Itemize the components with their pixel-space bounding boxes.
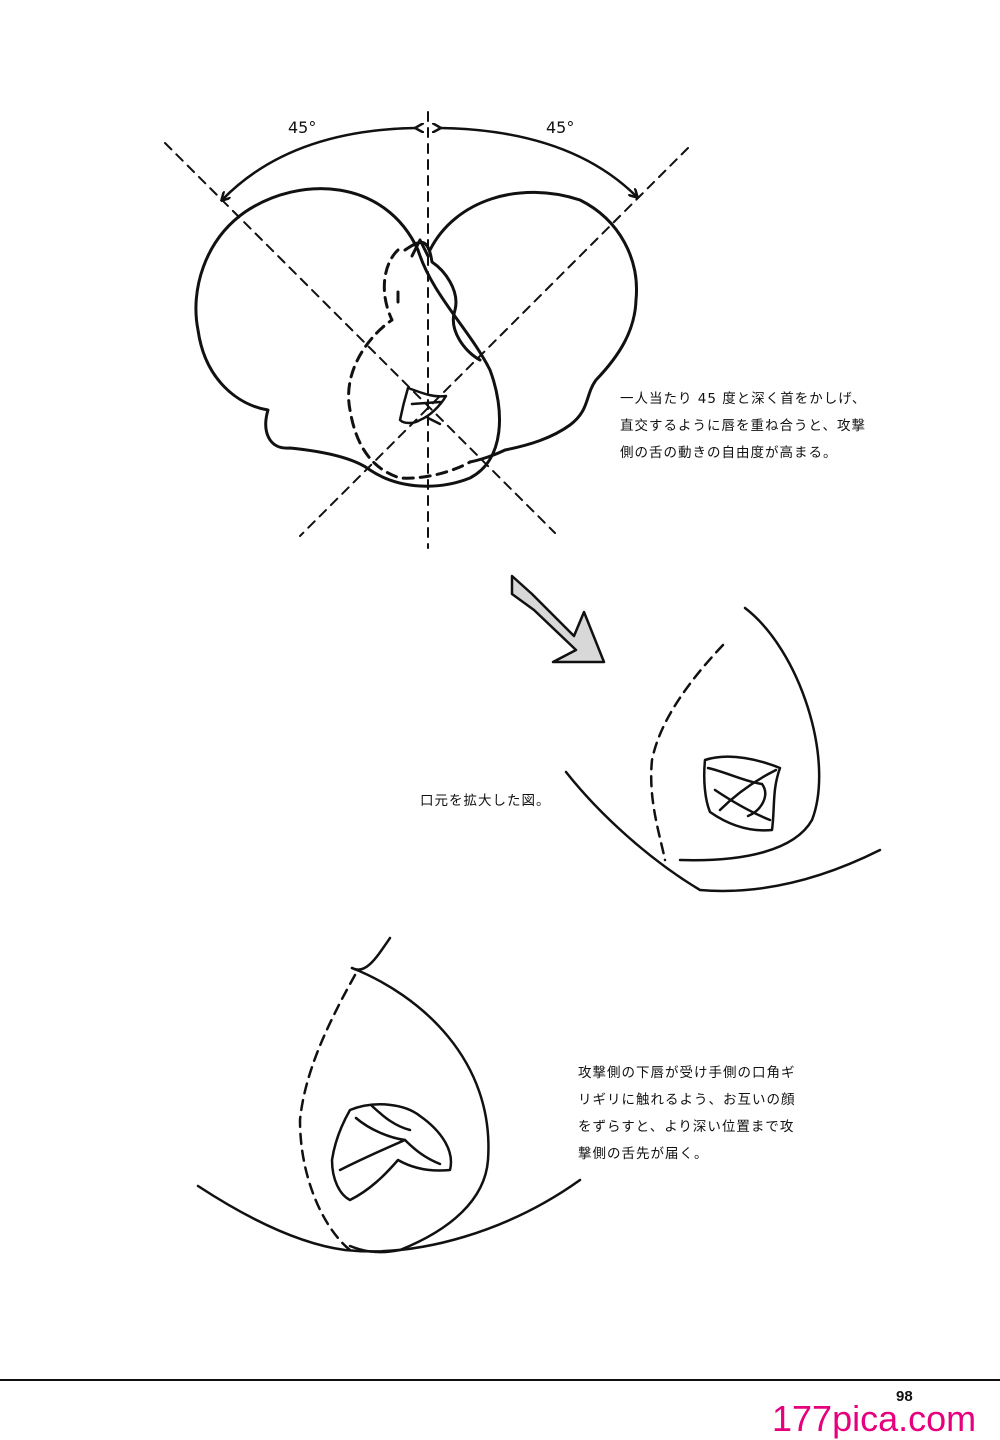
angle-arc-right <box>440 128 637 197</box>
kissing-lips <box>398 386 448 426</box>
head-left-outline <box>194 187 501 488</box>
angle-label-right: 45° <box>546 118 574 137</box>
nose-detail <box>396 238 430 304</box>
closeup-face-outline <box>678 606 821 862</box>
deep-face-edge <box>350 936 392 971</box>
deep-kiss-diagram <box>196 936 582 1254</box>
mouth-closeup-diagram <box>564 606 882 893</box>
guide-line-diagonal-left <box>164 142 556 534</box>
closeup-chin-line <box>564 770 882 893</box>
deep-chin-line <box>196 1178 582 1253</box>
deep-lips <box>330 1103 453 1202</box>
angle-arc-left <box>222 128 416 200</box>
closeup-hidden-profile-dashed <box>650 643 725 862</box>
closeup-lips <box>702 755 782 832</box>
page-number: 98 <box>896 1388 913 1405</box>
deep-hidden-profile-dashed <box>298 973 357 1252</box>
head-left-face-dashed <box>347 248 472 480</box>
caption-tilt: 一人当たり 45 度と深く首をかしげ、 直交するように唇を重ね合うと、攻撃 側の… <box>620 391 867 461</box>
direction-arrow <box>510 574 606 664</box>
caption-depth: 攻撃側の下唇が受け手側の口角ギ リギリに触れるよう、お互いの顔 をずらすと、より… <box>578 1065 796 1162</box>
site-watermark: 177pica.com <box>772 1398 977 1439</box>
head-tilt-diagram <box>164 111 689 549</box>
guide-line-diagonal-right <box>299 147 689 537</box>
deep-face-outline <box>348 966 490 1254</box>
angle-label-left: 45° <box>288 118 316 137</box>
head-right-face <box>403 241 482 362</box>
caption-closeup: 口元を拡大した図。 <box>420 793 551 809</box>
head-right-outline <box>428 190 639 464</box>
